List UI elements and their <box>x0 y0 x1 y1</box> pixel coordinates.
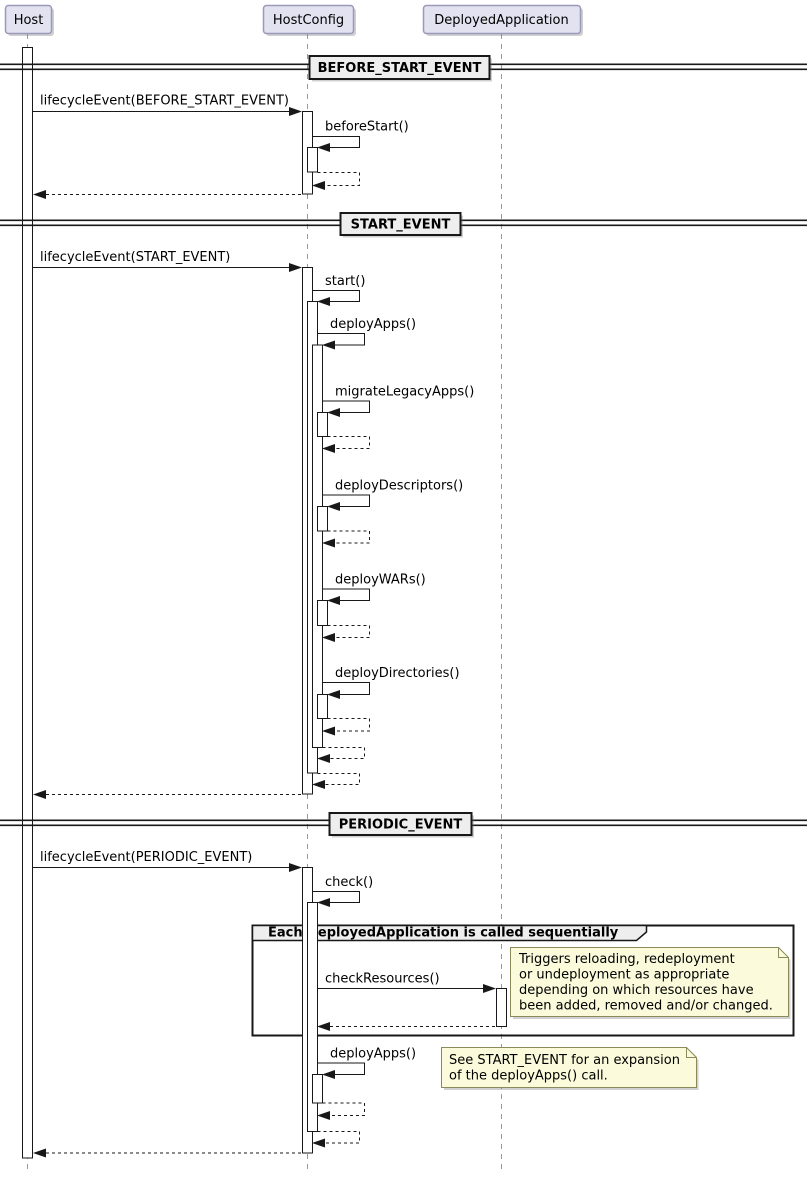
divider-box-before <box>308 55 491 80</box>
arrowhead-start <box>317 297 330 306</box>
activation-deployedapplication <box>496 988 507 1027</box>
message-label-check: check() <box>325 875 373 890</box>
selfreturn-check <box>317 1131 360 1144</box>
selfcall-deploydescriptors <box>322 494 370 507</box>
participant-label-host: Host <box>14 13 44 28</box>
participant-hostconfig <box>262 4 355 35</box>
selfreturn-deployapps-periodic <box>322 1102 365 1116</box>
divider-label-periodic: PERIODIC_EVENT <box>339 818 463 833</box>
message-label-lifecycle-start: lifecycleEvent(START_EVENT) <box>40 250 230 265</box>
activation-deploydescriptors <box>317 506 328 532</box>
arrowhead-beforestart <box>317 143 330 152</box>
selfcall-deployapps-periodic <box>317 1062 365 1075</box>
activation-migratelegacyapps <box>317 412 328 437</box>
message-label-checkresources: checkResources() <box>325 972 440 987</box>
arrowhead-checkresources <box>483 984 496 993</box>
selfreturn-start <box>317 773 360 785</box>
message-label-lifecycle-before-start: lifecycleEvent(BEFORE_START_EVENT) <box>40 94 289 109</box>
activation-deploydirectories <box>317 694 328 719</box>
arrowhead-deploywars-return <box>322 633 335 642</box>
message-label-deployapps: deployApps() <box>330 317 416 332</box>
selfreturn-beforestart <box>317 172 360 186</box>
participant-deployedapplication <box>422 4 582 35</box>
arrowhead-start-return <box>312 780 325 789</box>
note-checkresources-line4: been added, removed and/or changed. <box>519 999 773 1014</box>
selfcall-deployapps <box>317 333 365 346</box>
message-label-lifecycle-periodic: lifecycleEvent(PERIODIC_EVENT) <box>40 850 252 865</box>
selfcall-start <box>312 290 360 302</box>
activation-check <box>307 902 318 1132</box>
divider-box-periodic <box>328 812 473 836</box>
message-label-start: start() <box>325 274 365 289</box>
note-fold-icon <box>778 947 789 958</box>
group-header <box>251 924 648 942</box>
arrowhead-return-before <box>33 190 46 199</box>
activation-host <box>22 47 33 1159</box>
arrowhead-check <box>317 898 330 907</box>
arrowhead-lifecycle-periodic <box>289 863 302 872</box>
divider-label-start: START_EVENT <box>351 218 451 233</box>
arrowhead-lifecycle-before-start <box>289 107 302 116</box>
selfreturn-deploywars <box>327 625 370 638</box>
selfreturn-deployapps <box>322 747 365 759</box>
note-checkresources <box>510 947 789 1017</box>
selfreturn-deploydescriptors <box>327 530 370 544</box>
arrowhead-return-periodic <box>33 1148 46 1158</box>
arrowhead-checkresources-return <box>317 1022 330 1031</box>
selfcall-deploydirectories <box>322 682 370 695</box>
selfreturn-migratelegacyapps <box>327 436 370 449</box>
message-label-deploydescriptors: deployDescriptors() <box>335 479 463 494</box>
note-fold-icon <box>686 1047 697 1058</box>
arrowhead-deploydescriptors <box>327 502 340 511</box>
arrowhead-migratelegacyapps-return <box>322 444 335 453</box>
arrowhead-deploydirectories <box>327 690 340 699</box>
group-title: Each DeployedApplication is called seque… <box>268 926 619 941</box>
note-deployapps <box>441 1047 697 1088</box>
arrowhead-lifecycle-start <box>289 263 302 272</box>
activation-beforestart <box>307 147 318 173</box>
activation-deploywars <box>317 600 328 626</box>
arrowhead-deploywars <box>327 596 340 605</box>
note-checkresources-line3: depending on which resources have <box>519 983 754 998</box>
selfcall-beforestart <box>312 136 360 148</box>
activation-deployapps-periodic <box>312 1074 323 1104</box>
arrowhead-deployapps-return <box>317 754 330 763</box>
arrowhead-deployapps-periodic-return <box>317 1111 330 1120</box>
selfreturn-deploydirectories <box>327 718 370 732</box>
selfcall-deploywars <box>322 588 370 601</box>
divider-label-before: BEFORE_START_EVENT <box>318 61 482 76</box>
message-label-deploydirectories: deployDirectories() <box>335 666 460 681</box>
arrowhead-migratelegacyapps <box>327 408 340 417</box>
arrowhead-deployapps <box>322 340 335 350</box>
message-label-migratelegacyapps: migrateLegacyApps() <box>335 385 474 400</box>
selfcall-check <box>312 891 360 903</box>
arrowhead-return-start <box>33 790 46 799</box>
selfcall-migratelegacyapps <box>322 400 370 413</box>
participant-label-hostconfig: HostConfig <box>273 13 344 28</box>
message-label-beforestart: beforeStart() <box>325 120 409 135</box>
arrowhead-check-return <box>312 1138 325 1148</box>
note-checkresources-line2: or undeployment as appropriate <box>519 968 729 983</box>
activation-deployapps <box>312 344 323 748</box>
note-checkresources-line1: Triggers reloading, redeployment <box>518 952 735 967</box>
note-deployapps-line2: of the deployApps() call. <box>449 1069 608 1084</box>
participant-host <box>4 4 53 35</box>
arrowhead-deploydescriptors-return <box>322 538 335 548</box>
note-deployapps-line1: See START_EVENT for an expansion <box>449 1053 680 1068</box>
arrowhead-deploydirectories-return <box>322 726 335 736</box>
arrowhead-beforestart-return <box>312 181 325 190</box>
message-label-deployapps-periodic: deployApps() <box>330 1047 416 1062</box>
participant-label-deployedapplication: DeployedApplication <box>434 13 568 28</box>
arrowhead-deployapps-periodic <box>322 1070 335 1079</box>
divider-box-start <box>339 212 462 236</box>
message-label-deploywars: deployWARs() <box>335 573 426 588</box>
